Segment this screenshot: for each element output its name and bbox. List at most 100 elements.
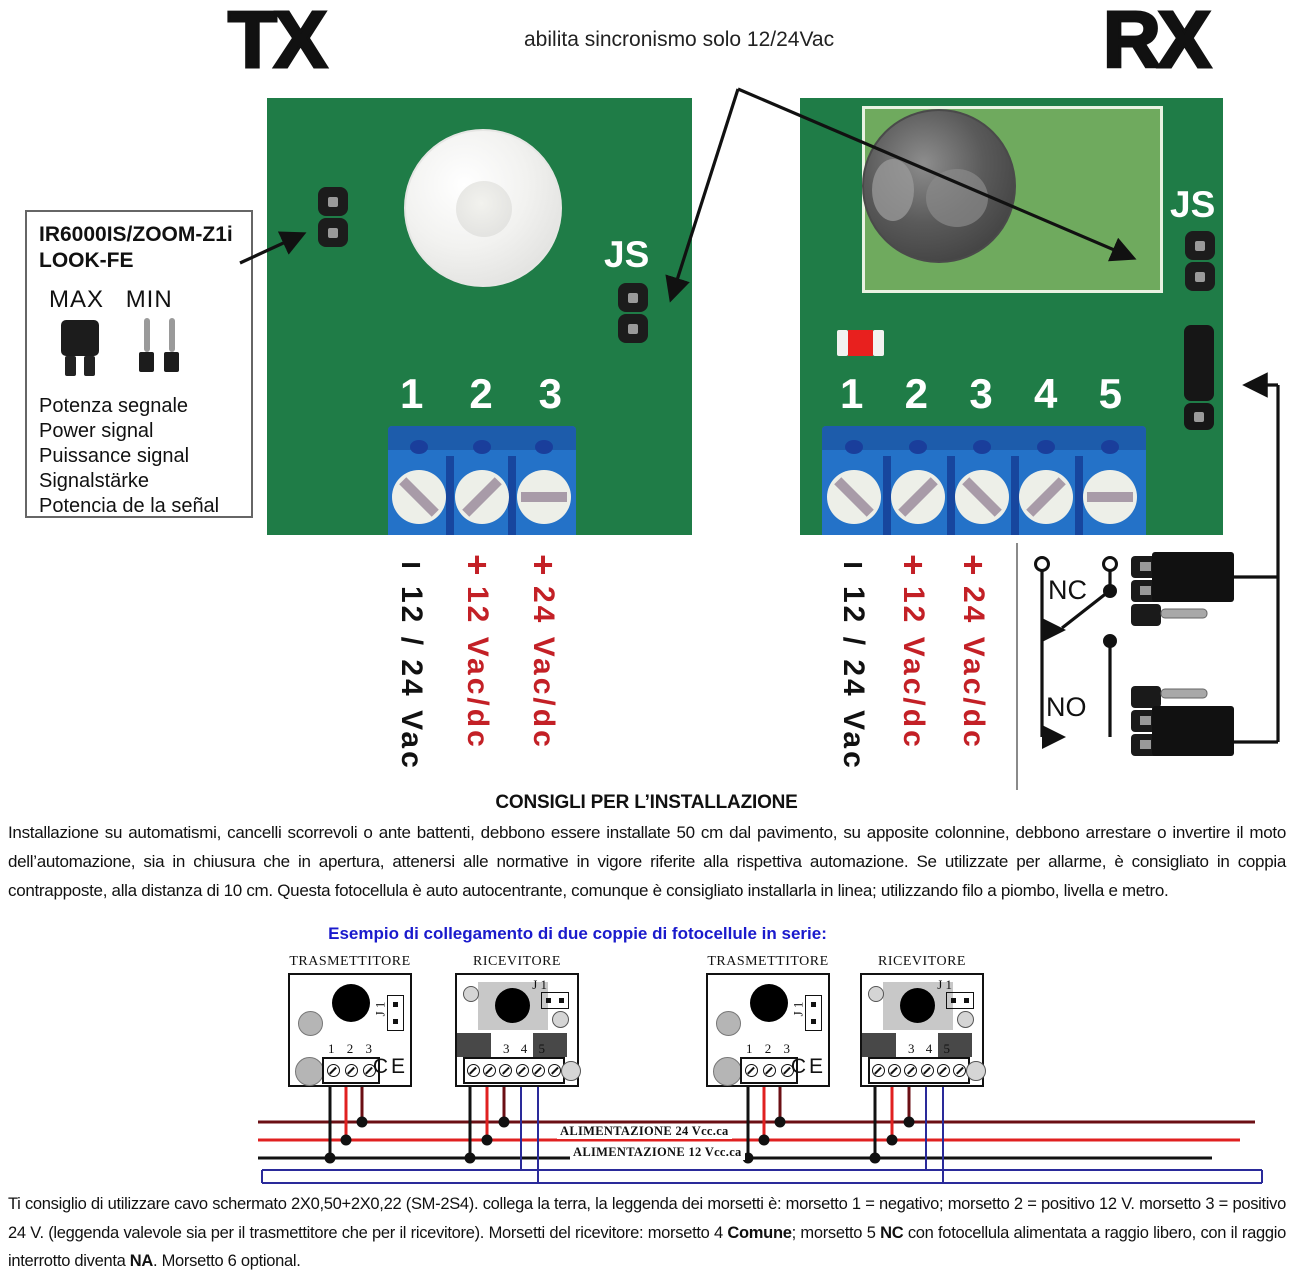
rx-js-label: JS (1170, 184, 1216, 225)
ce-mark-icon: CE (372, 1055, 408, 1078)
j1-label: J 1 (937, 977, 952, 992)
mount-hole-icon (868, 986, 884, 1002)
relay-pole-arrow-nc (1042, 618, 1066, 642)
series-wiring (258, 1087, 1263, 1184)
ce-mark-icon: CE (790, 1055, 826, 1078)
relay-terminal-circle (1102, 556, 1118, 572)
screw-icon (1083, 470, 1137, 524)
tx-lens-center (456, 181, 512, 237)
receiver-2-label: RICEVITORE (878, 954, 966, 969)
signal-label: Signalstärke (39, 470, 150, 492)
mount-hole-icon (957, 1011, 974, 1028)
screw-icon (955, 470, 1009, 524)
signal-power-callout: IR6000IS/ZOOM-Z1i LOOK-FE MAX MIN Potenz… (25, 210, 253, 518)
signal-label: Puissance signal (39, 445, 190, 467)
relay-terminal-circle (1034, 556, 1050, 572)
terminal-strip (463, 1057, 565, 1084)
relay-component-icon (938, 1033, 972, 1057)
relay-component-icon (533, 1033, 567, 1057)
tx-wire-labels: −12 / 24 Vac+12 Vac/dc+24 Vac/dc (393, 544, 561, 771)
relay-contact-loop (261, 1087, 1263, 1184)
mount-hole-icon (295, 1057, 324, 1086)
relay-pole-arrow-no (1042, 725, 1066, 749)
tx-power-jumper (318, 187, 348, 247)
rx-terminal-5: 5 (1098, 370, 1122, 417)
mount-hole-icon (966, 1061, 986, 1081)
j1-pin-header-icon (541, 992, 569, 1009)
bus-24v-label: ALIMENTAZIONE 24 Vcc.ca (557, 1124, 732, 1139)
transmitter-1-label: TRASMETTITORE (289, 954, 411, 969)
screw-icon (392, 470, 446, 524)
rx-led-icon (837, 330, 884, 356)
screw-icon (891, 470, 945, 524)
screw-icon (1019, 470, 1073, 524)
receiver-1-label: RICEVITORE (473, 954, 561, 969)
rx-pcb: JS 1 2 3 4 5 (800, 98, 1223, 535)
j1-pin-header-icon (387, 995, 404, 1031)
tx-terminal-block (388, 426, 576, 535)
jumper-closed-icon (61, 320, 101, 376)
jumper-open-icon (139, 318, 179, 372)
mount-hole-icon (561, 1061, 581, 1081)
mount-hole-icon (713, 1057, 742, 1086)
jumper-demo (39, 318, 239, 384)
installation-title: CONSIGLI PER L’INSTALLAZIONE (495, 792, 798, 813)
tx-title: TX (226, 0, 328, 86)
terminal-strip (740, 1057, 798, 1084)
mount-hole-icon (463, 986, 479, 1002)
mount-hole-icon (552, 1011, 569, 1028)
tx-led-icon (332, 984, 370, 1022)
rx-wire-label-3: +24 Vac/dc (957, 544, 990, 750)
model-name-line1: IR6000IS/ZOOM-Z1i (39, 223, 233, 246)
min-label: MIN (125, 286, 173, 313)
rx-relay-jumper (1184, 325, 1214, 430)
rx-terminal-block (822, 426, 1146, 535)
tx-wire-label-1: −12 / 24 Vac (395, 544, 428, 771)
rx-wire-label-1: −12 / 24 Vac (837, 544, 870, 771)
tx-js-label: JS (604, 234, 650, 275)
terminal-numbers: 1 2 3 (746, 1041, 790, 1056)
tx-lens-dome (404, 129, 562, 287)
tx-led-icon (750, 984, 788, 1022)
signal-label: Potencia de la señal (39, 495, 220, 517)
relay-component-icon (862, 1033, 896, 1057)
nc-jumper-header-icon (1131, 552, 1234, 626)
model-name-line2: LOOK-FE (39, 249, 134, 272)
rx-terminal-numbers: 1 2 3 4 5 (840, 370, 1122, 418)
rx-lens-housing (883, 982, 953, 1030)
tx-terminal-2: 2 (469, 370, 493, 417)
terminal-numbers: 1 2 3 (328, 1041, 372, 1056)
no-jumper-header-icon (1131, 686, 1234, 756)
sync-note: abilita sincronismo solo 12/24Vac (524, 28, 835, 51)
terminal-strip (322, 1057, 380, 1084)
j1-pin-header-icon (805, 995, 822, 1031)
tx-wire-label-3: +24 Vac/dc (527, 544, 560, 750)
wiring-note: Ti consiglio di utilizzare cavo schermat… (8, 1195, 1286, 1270)
rx-lens-dome (862, 109, 1016, 263)
rx-wire-labels: −12 / 24 Vac+12 Vac/dc+24 Vac/dc (835, 544, 991, 771)
series-receiver-1: J 1 3 4 5 (455, 973, 581, 1087)
max-label: MAX (49, 286, 105, 313)
rx-terminal-1: 1 (840, 370, 864, 417)
relay-no-label: NO (1046, 692, 1087, 722)
mount-hole-icon (298, 1011, 323, 1036)
mount-hole-icon (716, 1011, 741, 1036)
signal-label: Potenza segnale (39, 395, 189, 417)
j1-pin-header-icon (946, 992, 974, 1009)
rx-terminal-2: 2 (904, 370, 929, 417)
rx-lens-icon (495, 988, 530, 1023)
relay-component-icon (457, 1033, 491, 1057)
series-receiver-2: J 1 3 4 5 (860, 973, 986, 1087)
bus-12v-label: ALIMENTAZIONE 12 Vcc.ca (570, 1145, 745, 1160)
terminal-numbers: 3 4 5 (503, 1041, 545, 1056)
rx-lens-icon (900, 988, 935, 1023)
screw-icon (517, 470, 571, 524)
series-example-title: Esempio di collegamento di due coppie di… (328, 924, 827, 943)
terminal-numbers: 3 4 5 (908, 1041, 950, 1056)
signal-label: Power signal (39, 420, 154, 442)
tx-sync-jumper (618, 283, 648, 343)
screw-icon (827, 470, 881, 524)
series-transmitter-1: J 1 1 2 3 CE (288, 973, 412, 1087)
series-transmitter-2: J 1 1 2 3 CE (706, 973, 830, 1087)
relay-divider-line (1016, 543, 1018, 790)
